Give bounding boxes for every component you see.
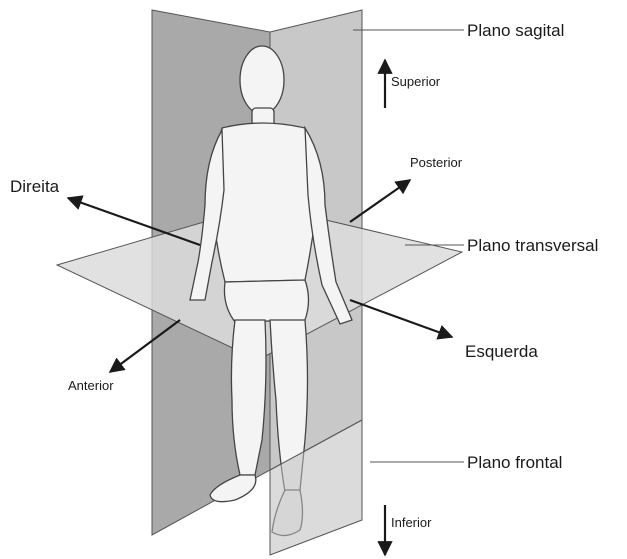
transverse-plane-label: Plano transversal bbox=[467, 236, 598, 255]
superior-label: Superior bbox=[391, 74, 441, 89]
sagittal-plane-label: Plano sagital bbox=[467, 21, 564, 40]
posterior-label: Posterior bbox=[410, 155, 463, 170]
right-label: Direita bbox=[10, 177, 60, 196]
left-label: Esquerda bbox=[465, 342, 538, 361]
anterior-label: Anterior bbox=[68, 378, 114, 393]
left-arrow bbox=[350, 300, 452, 337]
inferior-label: Inferior bbox=[391, 515, 432, 530]
frontal-plane-label: Plano frontal bbox=[467, 453, 562, 472]
